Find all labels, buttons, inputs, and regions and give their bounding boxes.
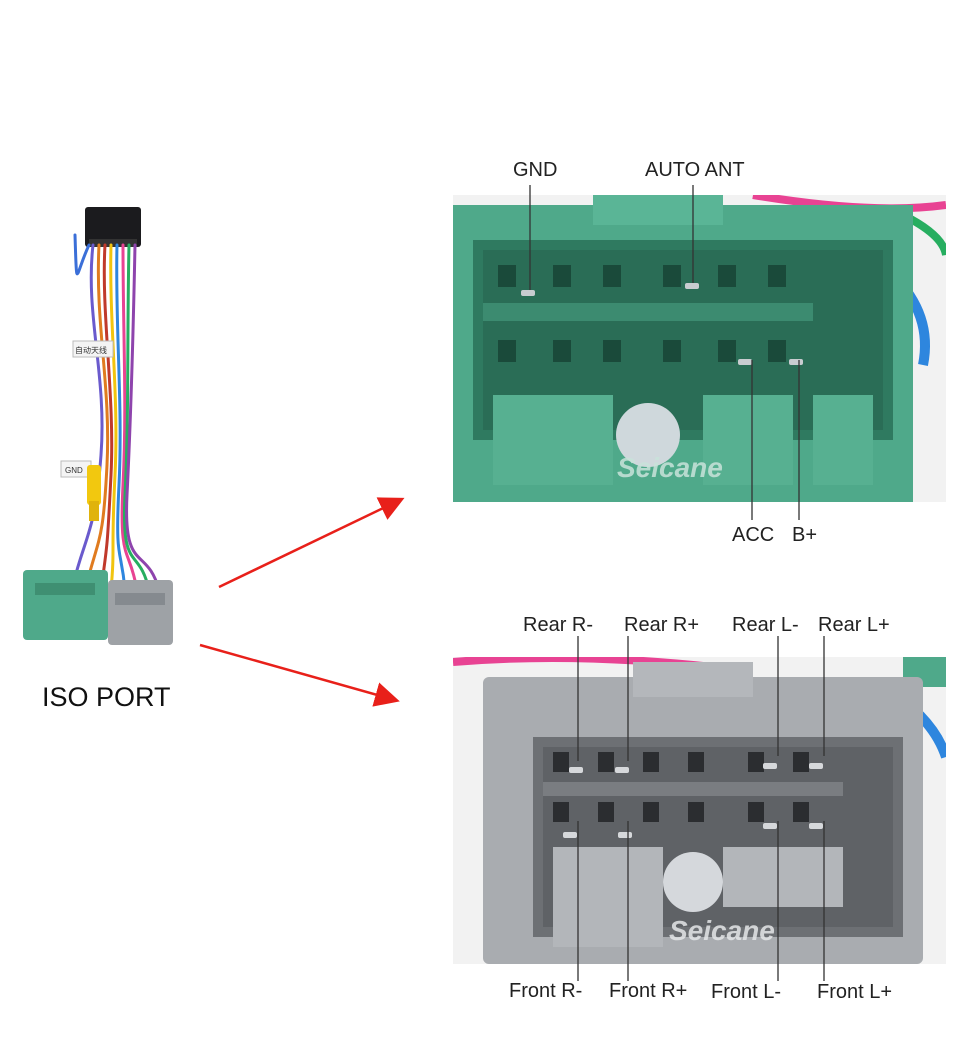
label-front-l-minus: Front L-	[711, 981, 782, 1003]
label-front-l-plus: Front L+	[817, 981, 893, 1003]
green-watermark: Seicane	[617, 452, 723, 483]
label-acc: ACC	[732, 524, 775, 546]
harness-top-connector	[85, 207, 141, 247]
label-auto-ant: AUTO ANT	[645, 159, 745, 181]
iso-port-label: ISO PORT	[42, 682, 171, 712]
harness-tag-2-text: GND	[65, 466, 83, 475]
arrow-to-gray	[199, 643, 400, 707]
harness-svg: 自动天线 GND	[23, 207, 173, 645]
harness-wires	[71, 233, 161, 592]
gray-watermark: Seicane	[669, 915, 775, 946]
label-rear-r-minus: Rear R-	[523, 614, 594, 636]
green-connector-svg: Seicane	[453, 195, 946, 502]
harness-tag-1-text: 自动天线	[75, 345, 107, 355]
gray-connector-photo: Seicane	[453, 657, 946, 964]
label-rear-l-plus: Rear L+	[818, 614, 890, 636]
green-connector-photo: Seicane	[453, 195, 946, 502]
label-rear-l-minus: Rear L-	[732, 614, 799, 636]
harness-gray-connector	[108, 580, 173, 645]
harness-green-connector	[23, 570, 108, 640]
label-front-r-plus: Front R+	[609, 980, 688, 1002]
arrow-to-green	[218, 497, 405, 589]
rca-plug	[87, 465, 101, 505]
harness-illustration: 自动天线 GND	[15, 195, 185, 665]
harness-tag-1	[72, 340, 114, 358]
gray-leader-lines	[577, 636, 825, 981]
arrows	[199, 497, 405, 707]
green-leader-lines	[529, 185, 800, 520]
label-front-r-minus: Front R-	[509, 980, 583, 1002]
label-gnd: GND	[513, 159, 558, 181]
label-rear-r-plus: Rear R+	[624, 614, 700, 636]
label-bplus: B+	[792, 524, 818, 546]
gray-connector-svg: Seicane	[453, 657, 946, 964]
